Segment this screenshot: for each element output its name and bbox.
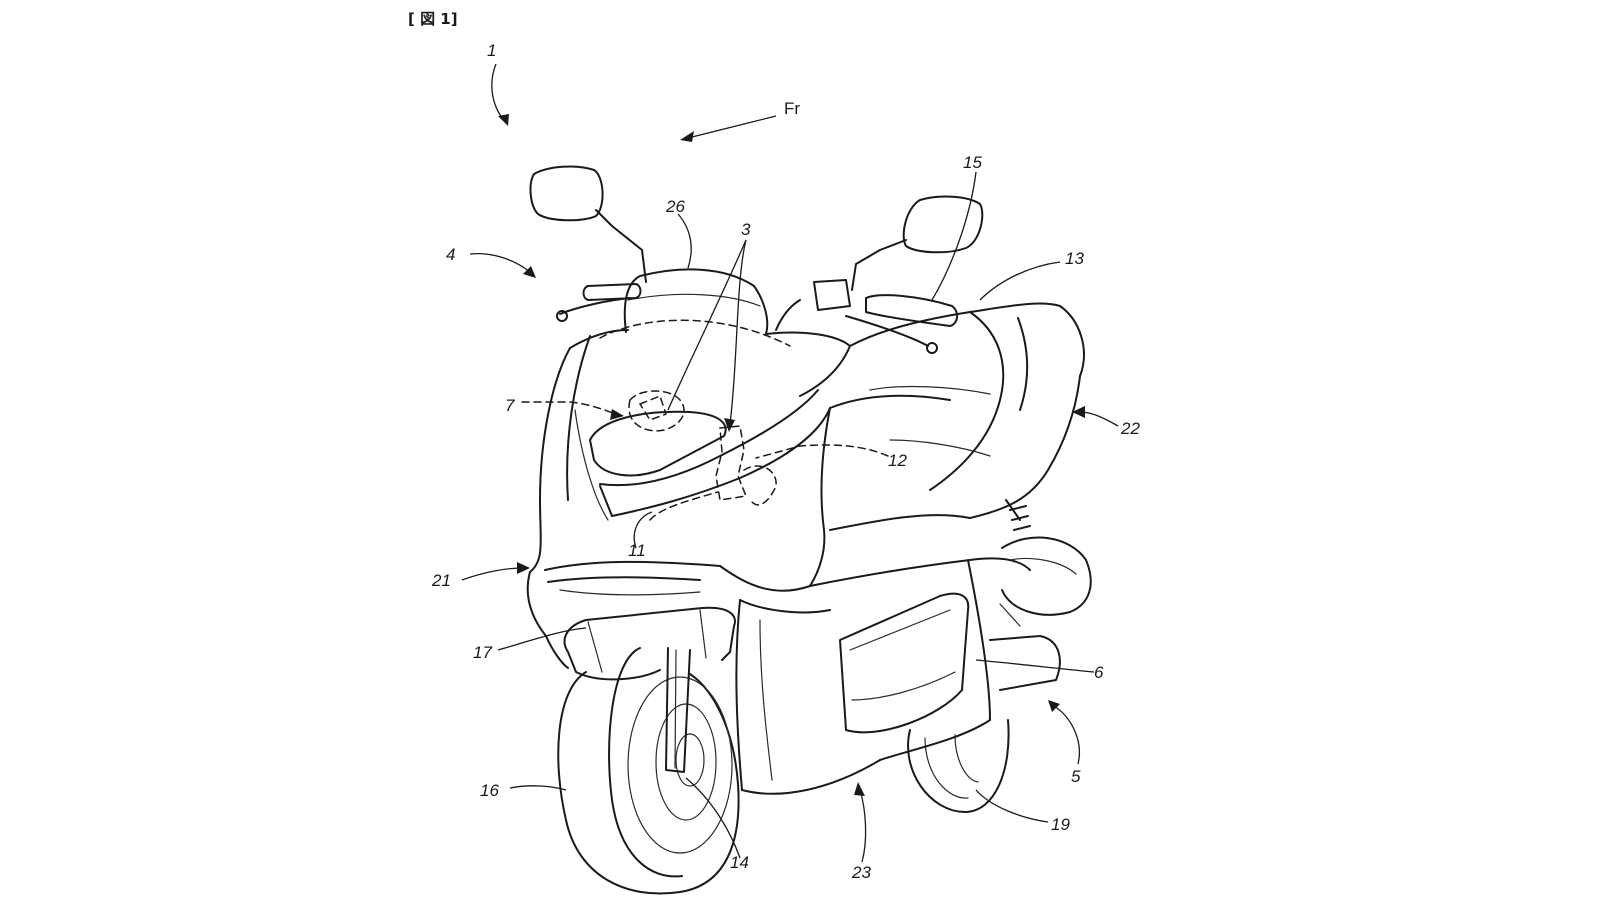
rear-body — [829, 302, 1085, 531]
side-cover — [809, 557, 1031, 761]
ref-label-1: 1 — [487, 41, 496, 60]
ref-label-16: 16 — [480, 781, 499, 800]
ref-label-13: 13 — [1065, 249, 1084, 268]
front-fender — [563, 606, 736, 681]
reference-numerals: 1 3 4 5 6 7 11 12 13 14 15 16 17 19 21 2… — [431, 41, 1140, 882]
rear-wheel — [907, 719, 1010, 813]
leg-shield — [719, 331, 881, 795]
front-direction-label: Fr — [784, 99, 800, 118]
leader-lines — [461, 63, 1119, 863]
front-fork — [665, 647, 691, 773]
ref-label-23: 23 — [851, 863, 871, 882]
ref-label-14: 14 — [730, 853, 749, 872]
ref-label-21: 21 — [431, 571, 451, 590]
ref-label-26: 26 — [665, 197, 685, 216]
headlight — [574, 389, 831, 521]
front-cover — [526, 329, 721, 669]
windscreen — [599, 268, 791, 347]
ref-label-11: 11 — [628, 541, 646, 560]
muffler — [989, 499, 1092, 691]
ref-label-19: 19 — [1051, 815, 1070, 834]
ref-label-22: 22 — [1120, 419, 1140, 438]
left-handlebar — [556, 283, 642, 322]
ref-label-15: 15 — [963, 153, 982, 172]
ref-label-12: 12 — [888, 451, 907, 470]
front-wheel — [557, 647, 740, 895]
ref-label-4: 4 — [446, 245, 455, 264]
figure-caption: [ 図 1] — [408, 10, 458, 28]
ref-label-7: 7 — [505, 396, 515, 415]
right-mirror — [851, 195, 984, 291]
ref-label-5: 5 — [1071, 767, 1081, 786]
ref-label-6: 6 — [1094, 663, 1104, 682]
ref-label-3: 3 — [741, 220, 751, 239]
left-mirror — [529, 165, 647, 283]
ref-label-17: 17 — [473, 643, 492, 662]
hidden-components — [628, 390, 777, 521]
right-handlebar — [775, 279, 958, 354]
front-direction-arrow — [680, 115, 777, 142]
